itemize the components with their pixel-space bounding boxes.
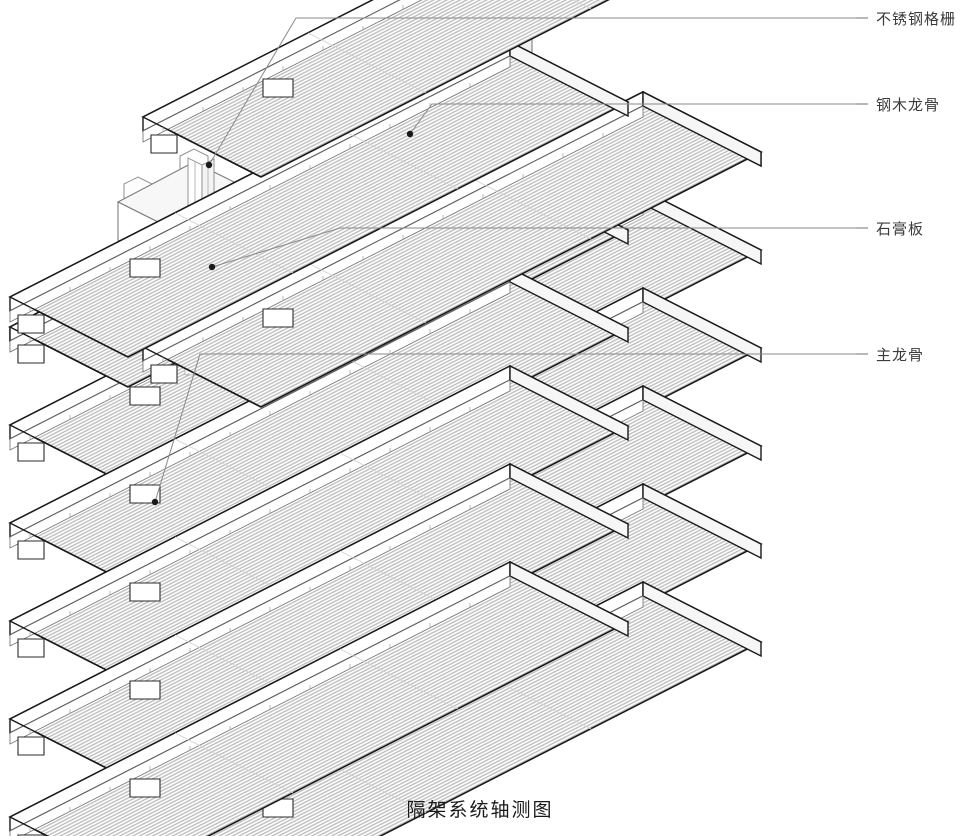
leader-main-keel — [154, 353, 856, 503]
label-gypsum-board: 石膏板 — [876, 221, 925, 238]
label-steel-wood-keel: 钢木龙骨 — [876, 97, 941, 114]
leader-dot-stainless-steel-grating — [205, 161, 213, 169]
leader-dot-main-keel — [151, 498, 159, 506]
leader-endpoint-dots — [151, 130, 414, 506]
figure-caption: 隔架系统轴测图 — [406, 800, 554, 821]
label-stainless-steel-grating: 不锈钢格栅 — [876, 11, 957, 28]
leader-steel-wood-keel — [409, 103, 856, 135]
leader-stainless-steel-grating — [208, 17, 856, 166]
leader-lines — [154, 17, 856, 503]
label-dashes — [856, 17, 868, 355]
label-main-keel: 主龙骨 — [876, 347, 925, 364]
leader-gypsum-board — [211, 227, 856, 268]
leader-dot-steel-wood-keel — [406, 130, 414, 138]
leader-dot-gypsum-board — [208, 263, 216, 271]
